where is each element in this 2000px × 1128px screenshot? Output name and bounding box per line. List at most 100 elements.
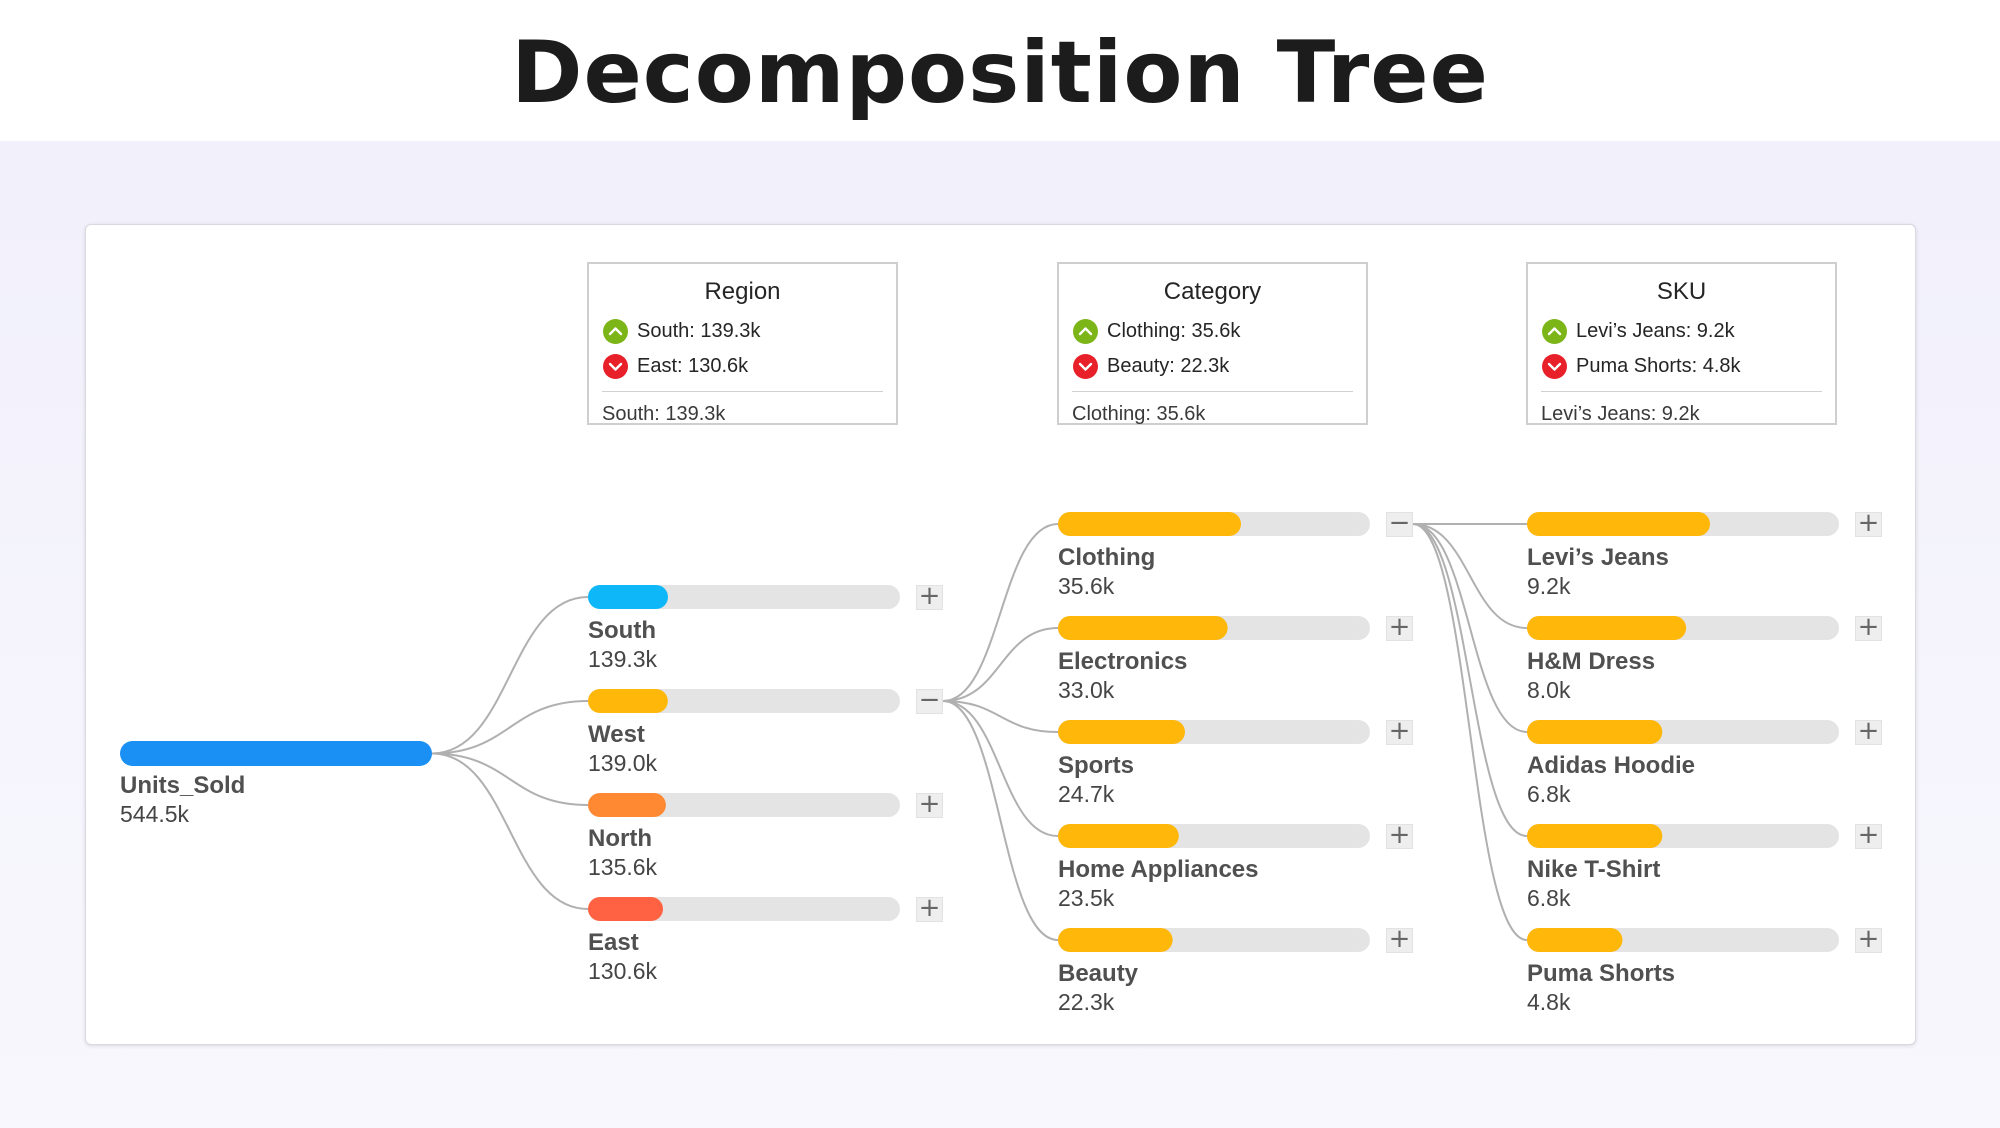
title-band: Decomposition Tree: [0, 0, 2000, 141]
node-value-adidas-hoodie: 6.8k: [1527, 781, 1571, 807]
increase-arrow-icon: [1073, 318, 1098, 344]
node-label-electronics: Electronics: [1058, 648, 1188, 675]
increase-arrow-icon: [1542, 318, 1567, 344]
node-value-sports: 24.7k: [1058, 781, 1115, 807]
node-label-home-appliances: Home Appliances: [1058, 856, 1259, 883]
node-value-electronics: 33.0k: [1058, 677, 1115, 703]
bar-adidas-hoodie: [1527, 720, 1663, 744]
expand-button-nike-t-shirt[interactable]: +: [1855, 822, 1882, 849]
node-value-beauty: 22.3k: [1058, 989, 1115, 1015]
bar-north: [588, 793, 666, 817]
expand-button-h-m-dress[interactable]: +: [1855, 614, 1882, 641]
bar-track-east: [588, 897, 900, 921]
connector-root-0: [431, 596, 589, 755]
bar-nike-t-shirt: [1527, 824, 1663, 848]
selected-value: Levi’s Jeans: 9.2k: [1541, 403, 1700, 425]
connector-category-1: [1412, 523, 1528, 629]
bar-south: [588, 585, 668, 609]
node-label-north: North: [588, 825, 652, 852]
node-label-east: East: [588, 929, 639, 956]
header-divider: [602, 391, 883, 392]
bar-clothing: [1058, 512, 1241, 536]
expand-button-electronics[interactable]: +: [1386, 614, 1413, 641]
collapse-button-clothing[interactable]: −: [1386, 510, 1413, 537]
expand-button-puma-shorts[interactable]: +: [1855, 926, 1882, 953]
root-label: Units_Sold: [120, 772, 246, 799]
highest-value: South: 139.3k: [637, 319, 761, 342]
node-label-sports: Sports: [1058, 752, 1135, 779]
node-value-east: 130.6k: [588, 958, 658, 984]
lowest-row: Beauty: 22.3k: [1073, 352, 1229, 380]
node-label-puma-shorts: Puma Shorts: [1527, 960, 1676, 987]
selected-value: South: 139.3k: [602, 403, 726, 425]
connector-region-2: [942, 700, 1059, 733]
node-value-clothing: 35.6k: [1058, 573, 1115, 599]
expand-button-levi-s-jeans[interactable]: +: [1855, 510, 1882, 537]
connector-root-2: [431, 752, 589, 806]
lowest-value: Puma Shorts: 4.8k: [1576, 354, 1741, 377]
node-value-h-m-dress: 8.0k: [1527, 677, 1571, 703]
expand-button-home-appliances[interactable]: +: [1386, 822, 1413, 849]
level-title: Region: [704, 278, 781, 305]
node-label-h-m-dress: H&M Dress: [1527, 648, 1656, 675]
bar-puma-shorts: [1527, 928, 1623, 952]
connector-region-4: [942, 700, 1059, 941]
connector-root-1: [431, 700, 589, 755]
node-value-nike-t-shirt: 6.8k: [1527, 885, 1571, 911]
node-label-west: West: [588, 721, 645, 748]
node-label-levi-s-jeans: Levi’s Jeans: [1527, 544, 1669, 571]
node-label-adidas-hoodie: Adidas Hoodie: [1527, 752, 1696, 779]
connector-category-2: [1412, 523, 1528, 733]
node-value-levi-s-jeans: 9.2k: [1527, 573, 1571, 599]
expand-button-beauty[interactable]: +: [1386, 926, 1413, 953]
root-value: 544.5k: [120, 801, 190, 827]
decrease-arrow-icon: [603, 353, 628, 379]
increase-arrow-icon: [603, 318, 628, 344]
root-bar: [120, 741, 432, 766]
node-label-beauty: Beauty: [1058, 960, 1139, 987]
lowest-value: Beauty: 22.3k: [1107, 354, 1230, 377]
expand-button-north[interactable]: +: [916, 791, 943, 818]
page-title: Decomposition Tree: [511, 23, 1489, 123]
node-value-north: 135.6k: [588, 854, 658, 880]
highest-value: Clothing: 35.6k: [1107, 319, 1241, 342]
bar-electronics: [1058, 616, 1228, 640]
decrease-arrow-icon: [1542, 353, 1567, 379]
collapse-button-west[interactable]: −: [916, 687, 943, 714]
header-divider: [1072, 391, 1353, 392]
node-value-south: 139.3k: [588, 646, 658, 672]
bar-levi-s-jeans: [1527, 512, 1710, 536]
expand-button-sports[interactable]: +: [1386, 718, 1413, 745]
connector-root-3: [431, 752, 589, 910]
bar-h-m-dress: [1527, 616, 1687, 640]
bar-sports: [1058, 720, 1185, 744]
highest-row: South: 139.3k: [603, 317, 760, 345]
highest-value: Levi’s Jeans: 9.2k: [1576, 319, 1735, 342]
highest-row: Levi’s Jeans: 9.2k: [1542, 317, 1735, 345]
bar-track-north: [588, 793, 900, 817]
expand-button-adidas-hoodie[interactable]: +: [1855, 718, 1882, 745]
lowest-row: Puma Shorts: 4.8k: [1542, 352, 1741, 380]
decrease-arrow-icon: [1073, 353, 1098, 379]
bar-beauty: [1058, 928, 1173, 952]
connector-layer: [120, 512, 1839, 952]
level-title: SKU: [1656, 278, 1707, 305]
expand-button-south[interactable]: +: [916, 583, 943, 610]
node-label-south: South: [588, 617, 656, 644]
connector-category-3: [1412, 523, 1528, 837]
bar-home-appliances: [1058, 824, 1179, 848]
node-value-west: 139.0k: [588, 750, 658, 776]
connector-category-4: [1412, 523, 1528, 941]
highest-row: Clothing: 35.6k: [1073, 317, 1240, 345]
bar-west: [588, 689, 668, 713]
connector-region-3: [942, 700, 1059, 837]
lowest-row: East: 130.6k: [603, 352, 748, 380]
header-divider: [1541, 391, 1822, 392]
node-label-clothing: Clothing: [1058, 544, 1156, 571]
node-value-puma-shorts: 4.8k: [1527, 989, 1571, 1015]
expand-button-east[interactable]: +: [916, 895, 943, 922]
